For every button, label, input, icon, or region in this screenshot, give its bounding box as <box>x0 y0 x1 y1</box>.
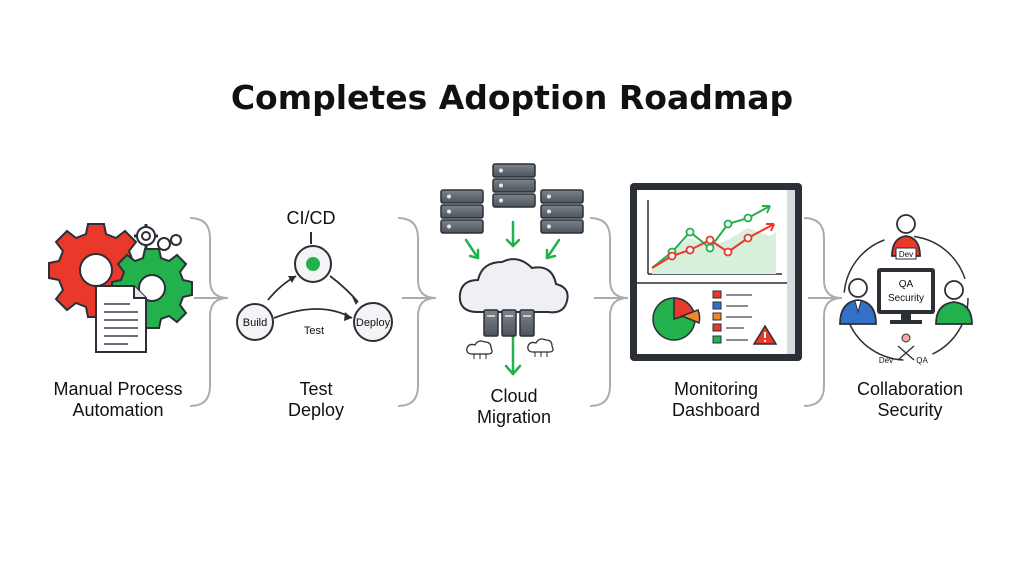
screen-security-label: Security <box>888 293 924 304</box>
qa-label: QA <box>916 356 928 365</box>
page-title: Completes Adoption Roadmap <box>230 78 794 117</box>
stage-label-collaboration-security: Collaboration Security <box>830 379 990 421</box>
test-label: Test <box>304 325 324 337</box>
bracket-connector-1 <box>189 217 229 407</box>
server-rack-icon <box>440 163 584 234</box>
person-icon-right <box>935 280 973 325</box>
dev-tag-label: Dev <box>899 250 913 259</box>
monitor-icon <box>877 268 935 324</box>
stage-label-line: Security <box>877 400 943 420</box>
dev-label: Dev <box>879 356 893 365</box>
cicd-heading: CI/CD <box>287 208 336 228</box>
warning-icon <box>752 324 778 345</box>
stage-label-line: Test <box>299 379 333 399</box>
pie-chart-icon <box>652 297 701 341</box>
deploy-label: Deploy <box>356 317 391 329</box>
stage-label-line: Manual Process <box>53 379 183 399</box>
cicd-pipeline-diagram: CI/CD Build Deploy Test <box>236 208 393 342</box>
stage-label-automation: Manual Process Automation <box>28 379 208 421</box>
stage-label-cloud-migration: Cloud Migration <box>436 386 592 428</box>
bracket-connector-3 <box>589 217 629 407</box>
stage-label-line: Cloud <box>490 386 538 406</box>
build-label: Build <box>243 317 267 329</box>
person-icon-top <box>891 214 921 260</box>
stage-label-monitoring-dashboard: Monitoring Dashboard <box>636 379 796 421</box>
stage-label-line: Dashboard <box>671 400 761 420</box>
collaboration-team-icon: Dev QA Security Dev QA <box>839 214 973 365</box>
screen-qa-label: QA <box>899 279 914 290</box>
bracket-connector-4 <box>803 217 843 407</box>
gears-document-icon <box>48 223 193 353</box>
bracket-connector-2 <box>397 217 437 407</box>
monitoring-dashboard-icon <box>630 183 802 361</box>
person-icon-left <box>839 278 877 325</box>
build-node <box>236 303 274 341</box>
stage-label-line: Deploy <box>287 400 345 420</box>
stage-label-line: Monitoring <box>673 379 759 399</box>
deploy-node <box>353 302 393 342</box>
stage-label-line: Collaboration <box>856 379 964 399</box>
stage-label-line: Migration <box>476 407 552 427</box>
cloud-migration-icon <box>440 163 584 376</box>
stage-label-test-deploy: Test Deploy <box>236 379 396 421</box>
stage-label-line: Automation <box>72 400 164 420</box>
